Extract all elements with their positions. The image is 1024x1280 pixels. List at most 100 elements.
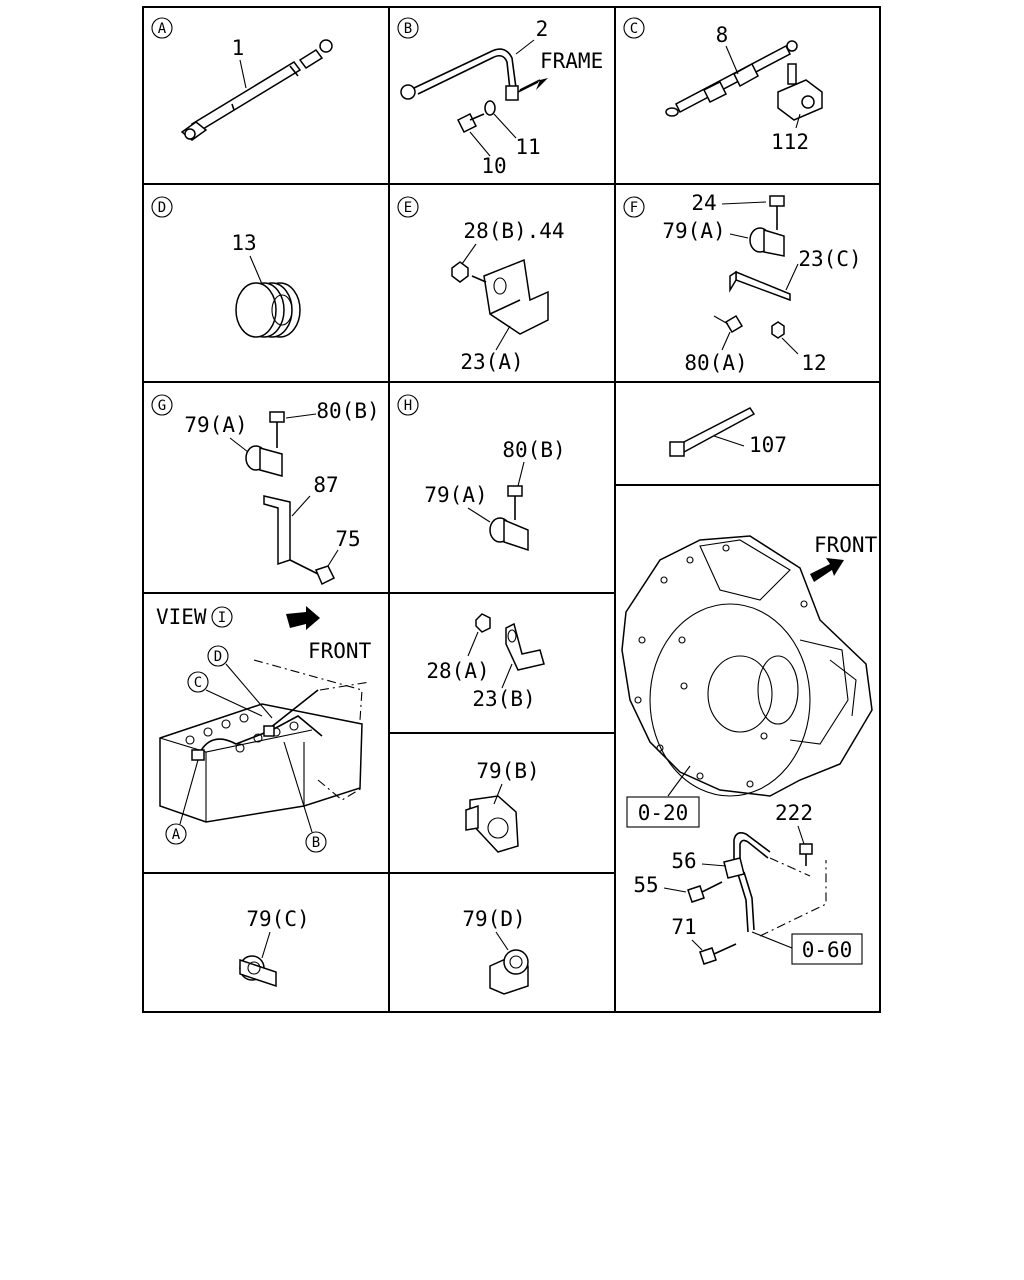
part-label: 55: [633, 873, 658, 897]
svg-text:A: A: [158, 21, 167, 37]
part-label: 28(A): [426, 659, 489, 683]
part-label: 11: [515, 135, 540, 159]
panel-a: A 1: [151, 17, 333, 141]
svg-text:C: C: [194, 675, 202, 691]
svg-text:G: G: [158, 398, 166, 414]
panel-letter-f: F: [623, 196, 645, 218]
grid-frame: [142, 6, 881, 1013]
clutch-pipe: [723, 832, 827, 937]
part-label: 107: [749, 433, 787, 457]
part-label: 80(A): [684, 351, 747, 375]
bracket-87: [263, 495, 291, 566]
svg-text:B: B: [312, 835, 320, 851]
nut-28b: [451, 261, 487, 283]
clutch-housing: [621, 535, 873, 797]
part-label: 71: [671, 915, 696, 939]
svg-text:F: F: [630, 200, 638, 216]
part-label: 24: [691, 191, 716, 215]
part-label: 79(A): [424, 483, 487, 507]
panel-clip-79d: 79(D): [462, 907, 529, 995]
clip-79b: [465, 795, 519, 853]
clip-79a: [489, 517, 529, 552]
part-label: 23(C): [798, 247, 861, 271]
grommet-13: [235, 282, 301, 338]
panel-clutch-housing: FRONT 0-20: [621, 533, 878, 965]
part-label: 23(A): [460, 350, 523, 374]
panel-clip-79b: 79(B): [465, 759, 540, 853]
part-label: 222: [775, 801, 813, 825]
clip-79a: [245, 445, 283, 477]
bolt-10: [456, 112, 485, 134]
part-label: 79(A): [184, 413, 247, 437]
ref-box-0-20: 0-20: [626, 765, 700, 828]
washer-11: [484, 100, 496, 116]
bracket-23a: [483, 258, 549, 335]
panel-letter-c: C: [623, 17, 645, 39]
bolt-75: [289, 559, 336, 586]
part-label: 80(B): [502, 438, 565, 462]
part-label: 79(C): [246, 907, 309, 931]
terminal-112: [777, 63, 823, 121]
cable-8: [665, 40, 798, 117]
frame-note: FRAME: [540, 49, 603, 73]
bolt-222: [799, 843, 813, 866]
panel-letter-g: G: [151, 394, 173, 416]
bolt-80b: [269, 411, 285, 448]
panel-bracket-23b: 28(A) 23(B): [426, 613, 545, 711]
panel-letter-b: B: [397, 17, 419, 39]
panel-letter-e: E: [397, 196, 419, 218]
part-label: 112: [771, 130, 809, 154]
front-label: FRONT: [814, 533, 878, 557]
bracket-23b: [505, 622, 545, 671]
part-label: 2: [536, 17, 549, 41]
part-label: 56: [671, 849, 696, 873]
callout-c: C: [187, 671, 263, 717]
panel-g: G 79(A) 80(B) 87 75: [151, 394, 380, 586]
ground-cable-2: [400, 48, 539, 101]
part-label: 8: [716, 23, 729, 47]
panel-c: C 8 112: [623, 17, 823, 154]
panel-d: D 13: [151, 196, 301, 338]
bolt-80a: [713, 314, 744, 334]
svg-text:D: D: [158, 200, 166, 216]
svg-text:H: H: [404, 398, 412, 414]
nut-12: [771, 321, 785, 339]
nut-28a: [475, 613, 491, 633]
callout-b: B: [283, 741, 327, 853]
part-label: 79(B): [476, 759, 539, 783]
bolt-24: [769, 195, 785, 230]
panel-letter-d: D: [151, 196, 173, 218]
callout-a: A: [165, 759, 199, 845]
part-label: 12: [801, 351, 826, 375]
ref-box-0-60: 0-60: [751, 931, 863, 965]
part-label: 87: [313, 473, 338, 497]
svg-text:I: I: [218, 610, 226, 626]
bolt-55: [687, 881, 723, 903]
part-label: 79(D): [462, 907, 525, 931]
front-label: FRONT: [308, 639, 372, 663]
part-label: 1: [232, 36, 245, 60]
panel-h: H 80(B) 79(A): [397, 394, 566, 552]
panel-letter-a: A: [151, 17, 173, 39]
front-arrow-icon: [286, 606, 320, 630]
part-label: 23(B): [472, 687, 535, 711]
part-label: 28(B).44: [463, 219, 564, 243]
panel-f: F 24 79(A) 23(C) 80(A) 12: [623, 191, 862, 375]
front-arrow-icon: [810, 558, 844, 582]
panel-b: B FRAME 2 11 10: [397, 17, 603, 178]
part-label: 13: [231, 231, 256, 255]
panel-letter-h: H: [397, 394, 419, 416]
battery-cables: [191, 689, 323, 761]
part-label: 75: [335, 527, 360, 551]
frame-arrow: [519, 78, 548, 91]
bolt-71: [699, 943, 737, 965]
part-label: 80(B): [316, 399, 379, 423]
panel-clip-79c: 79(C): [239, 907, 310, 988]
panel-e: E 28(B).44 23(A): [397, 196, 565, 374]
battery-cable-1: [180, 39, 333, 141]
view-letter: I: [211, 606, 233, 628]
svg-text:0-20: 0-20: [638, 801, 689, 825]
panel-cable-tie: 107: [669, 407, 787, 457]
view-title: VIEW: [156, 605, 207, 629]
